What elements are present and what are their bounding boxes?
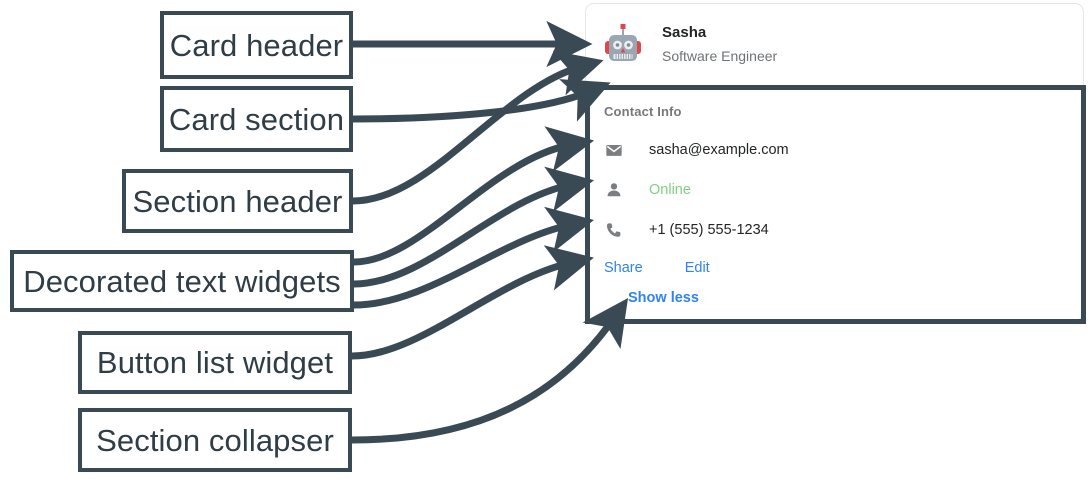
annotation-label-section-collapser: Section collapser [78,408,352,472]
annotation-label-text: Section collapser [96,422,334,458]
section-collapser-button[interactable]: Show less [628,290,699,306]
arrow-decorated-text-1 [353,126,595,266]
decorated-text-value: Online [649,181,691,198]
annotation-label-text: Card header [169,27,344,63]
robot-avatar-icon [600,22,646,68]
arrow-card-section [352,79,611,123]
card-section: Contact Info sasha@example.com [586,86,1083,320]
section-header: Contact Info [604,104,682,119]
decorated-text-widget-status: Online [604,178,1083,202]
arrow-button-list [351,245,594,360]
annotation-label-card-section: Card section [160,86,353,152]
arrow-decorated-text-3 [353,206,594,309]
decorated-text-widget-email: sasha@example.com [604,138,1083,162]
annotation-label-text: Card section [168,101,345,137]
decorated-text-value: +1 (555) 555-1234 [649,221,769,238]
annotation-label-button-list: Button list widget [78,331,352,394]
arrow-decorated-text-2 [353,166,595,288]
annotation-label-decorated-text: Decorated text widgets [10,250,354,312]
annotation-label-text: Decorated text widgets [23,263,341,299]
annotation-label-section-header: Section header [122,169,353,233]
mail-icon [604,140,624,160]
person-icon [604,180,624,200]
annotation-label-text: Section header [132,183,343,219]
decorated-text-value: sasha@example.com [649,141,789,158]
card-header-subtitle: Software Engineer [662,48,778,65]
arrow-section-header [352,50,604,205]
card-header: Sasha Software Engineer [586,4,1083,86]
arrow-section-collapser [351,297,629,444]
card-header-text: Sasha Software Engineer [662,23,777,67]
profile-card: Sasha Software Engineer Contact Info sas… [585,3,1084,321]
phone-icon [604,220,624,240]
share-button[interactable]: Share [604,260,643,276]
card-header-title: Sasha [662,24,707,42]
button-list-widget: Share Edit [604,258,1083,278]
decorated-text-widget-phone: +1 (555) 555-1234 [604,218,1083,242]
annotation-label-card-header: Card header [160,11,353,79]
edit-button[interactable]: Edit [684,260,710,276]
annotation-label-text: Button list widget [96,345,334,380]
